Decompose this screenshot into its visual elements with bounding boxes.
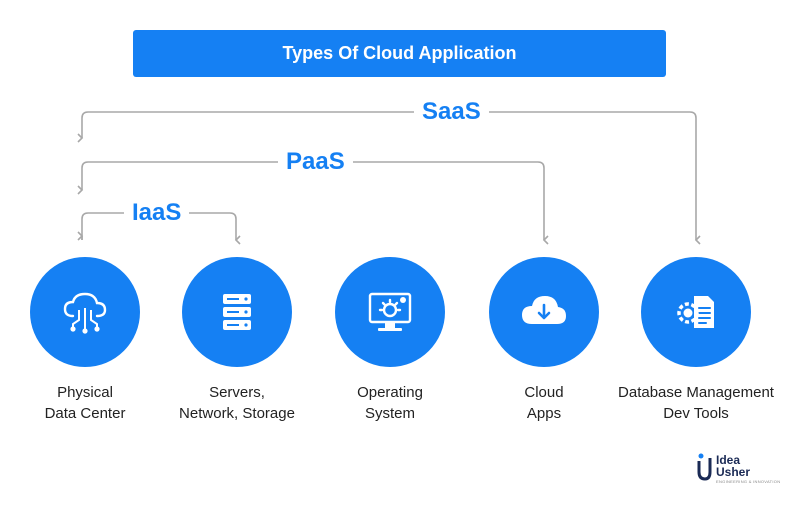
database-document-gear-icon bbox=[677, 296, 714, 328]
logo-word-usher: Usher bbox=[716, 465, 751, 479]
node-label-line: Servers, bbox=[209, 384, 265, 401]
layer-label-paas: PaaS bbox=[278, 148, 353, 176]
node-label-database-management: Database Management Dev Tools bbox=[596, 382, 796, 424]
server-stack-icon bbox=[223, 294, 251, 330]
node-operating-system bbox=[335, 257, 445, 367]
node-label-line: Operating bbox=[357, 384, 423, 401]
node-label-cloud-apps: Cloud Apps bbox=[444, 382, 644, 424]
cloud-network-icon bbox=[63, 292, 107, 334]
node-label-line: Database Management bbox=[618, 384, 774, 401]
node-label-line: Cloud bbox=[524, 384, 564, 401]
node-label-line: Physical bbox=[57, 384, 113, 401]
layer-label-iaas: IaaS bbox=[124, 199, 190, 227]
node-label-line: Apps bbox=[526, 405, 562, 422]
monitor-gear-icon bbox=[368, 292, 412, 331]
logo-mark-icon bbox=[697, 453, 712, 481]
brand-logo: Idea Usher ENGINEERING & INNOVATION bbox=[696, 452, 780, 484]
diagram-title: Types Of Cloud Application bbox=[282, 43, 517, 63]
node-database-management bbox=[641, 257, 751, 367]
node-label-line: System bbox=[364, 405, 415, 422]
node-cloud-apps bbox=[489, 257, 599, 367]
node-physical-data-center bbox=[30, 257, 140, 367]
logo-word-idea: Idea bbox=[716, 453, 741, 467]
node-servers-network-storage bbox=[182, 257, 292, 367]
node-label-line: Dev Tools bbox=[663, 405, 729, 422]
node-label-physical-data-center: Physical Data Center bbox=[0, 382, 185, 424]
node-label-operating-system: Operating System bbox=[290, 382, 490, 424]
cloud-download-icon bbox=[522, 296, 566, 324]
node-label-servers: Servers, Network, Storage bbox=[137, 382, 337, 424]
logo-tagline: ENGINEERING & INNOVATION bbox=[716, 479, 781, 484]
layer-label-saas: SaaS bbox=[414, 98, 489, 126]
node-label-line: Network, Storage bbox=[179, 405, 295, 422]
saas-connector bbox=[77, 111, 701, 245]
title-banner: Types Of Cloud Application bbox=[133, 30, 666, 77]
node-label-line: Data Center bbox=[44, 405, 126, 422]
